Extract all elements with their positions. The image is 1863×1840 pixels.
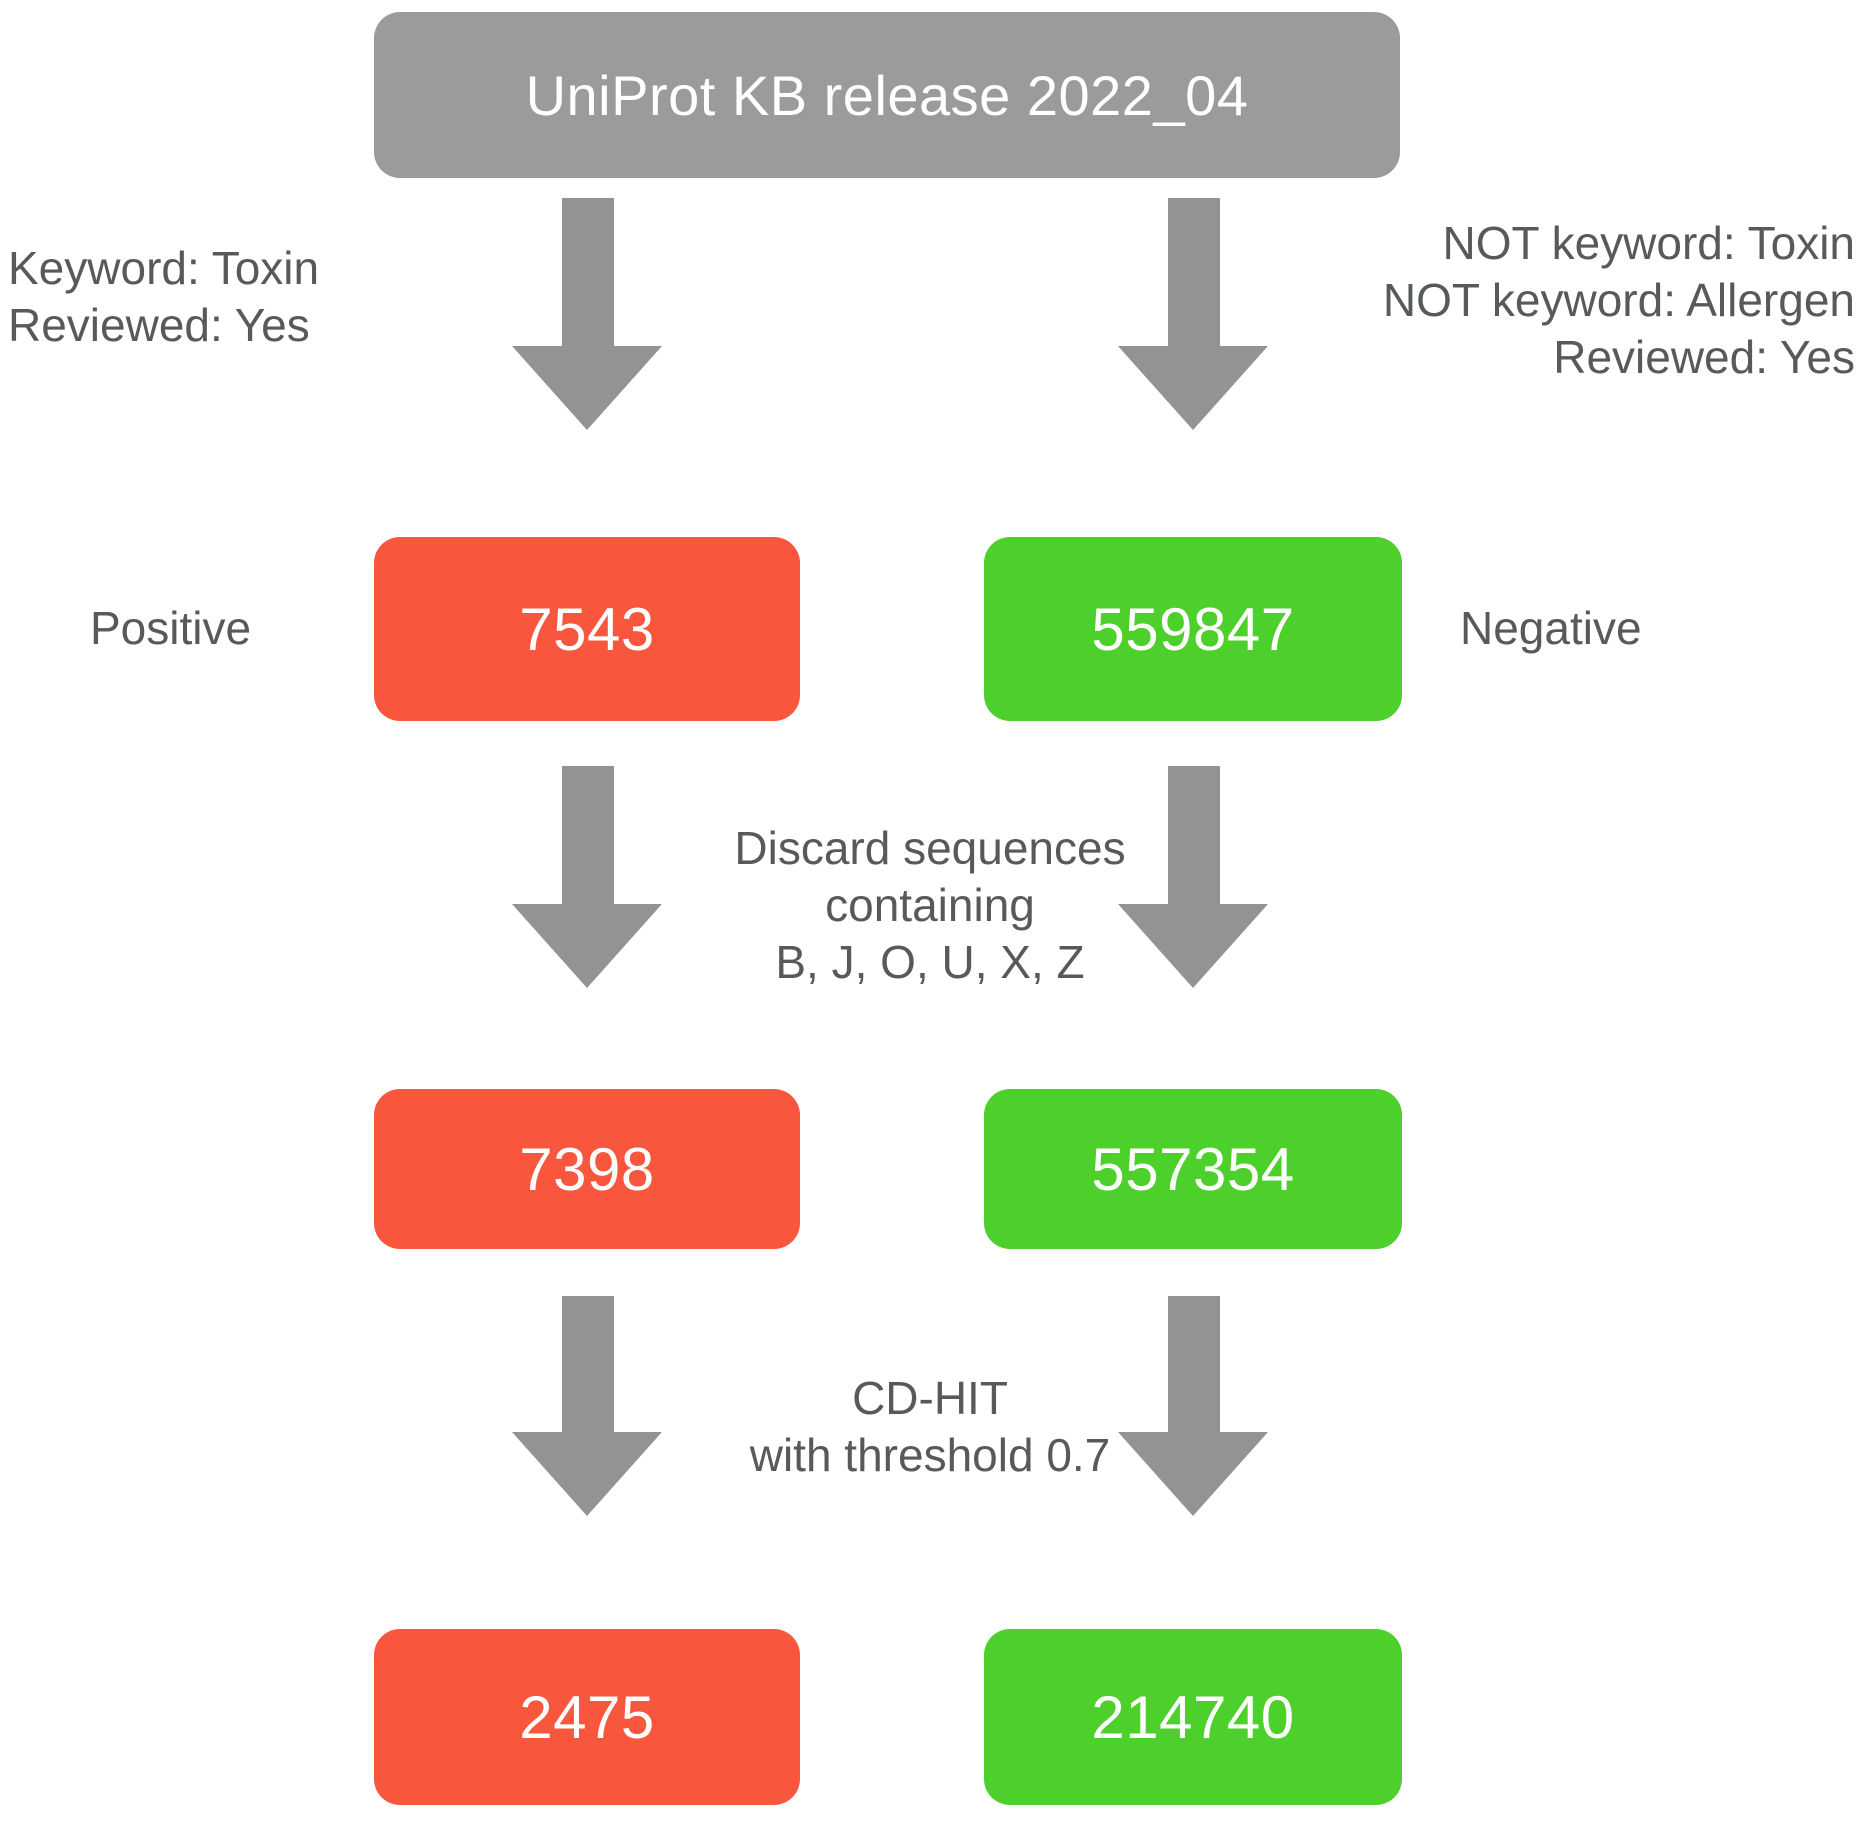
arrow-shaft	[562, 766, 614, 904]
left-filter-condition-label: Keyword: Toxin Reviewed: Yes	[8, 242, 320, 352]
positive-count-row-1: 7543	[374, 537, 800, 721]
arrow-header-to-negative	[1118, 198, 1268, 430]
arrow-shaft	[1168, 198, 1220, 346]
negative-count-row-3: 214740	[984, 1629, 1402, 1805]
arrow-row1-to-row2-negative	[1118, 766, 1268, 988]
negative-count-row-2: 557354	[984, 1089, 1402, 1249]
arrow-head	[1118, 904, 1268, 988]
arrow-header-to-positive	[512, 198, 662, 430]
arrow-shaft	[1168, 1296, 1220, 1432]
positive-count-row-3: 2475	[374, 1629, 800, 1805]
positive-count-row-2: 7398	[374, 1089, 800, 1249]
discard-sequences-step-label: Discard sequences containing B, J, O, U,…	[734, 822, 1126, 989]
cd-hit-step-label: CD-HIT with threshold 0.7	[749, 1372, 1111, 1482]
arrow-row2-to-row3-negative	[1118, 1296, 1268, 1516]
source-database-node: UniProt KB release 2022_04	[374, 12, 1400, 178]
arrow-head	[512, 904, 662, 988]
arrow-row2-to-row3-positive	[512, 1296, 662, 1516]
positive-class-label: Positive	[90, 602, 252, 654]
arrow-head	[1118, 346, 1268, 430]
negative-count-row-1: 559847	[984, 537, 1402, 721]
arrow-shaft	[1168, 766, 1220, 904]
arrow-head	[512, 1432, 662, 1516]
right-filter-condition-label: NOT keyword: Toxin NOT keyword: Allergen…	[1382, 217, 1855, 384]
negative-class-label: Negative	[1460, 602, 1642, 654]
arrow-head	[512, 346, 662, 430]
arrow-shaft	[562, 1296, 614, 1432]
arrow-shaft	[562, 198, 614, 346]
arrow-head	[1118, 1432, 1268, 1516]
arrow-row1-to-row2-positive	[512, 766, 662, 988]
